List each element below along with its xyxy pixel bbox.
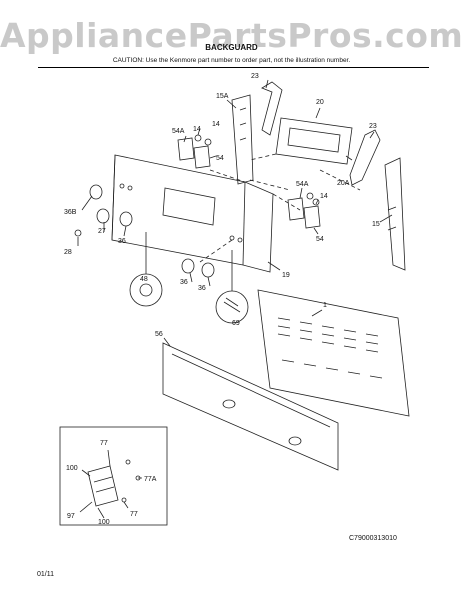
callout-15a: 15A — [216, 93, 229, 100]
knob-36b-part — [89, 184, 103, 200]
watermark: AppliancePartsPros.com — [0, 16, 463, 55]
control-board-part — [275, 117, 353, 165]
callout-36b: 36B — [64, 209, 77, 216]
callout-54a-right: 54A — [296, 181, 309, 188]
caution-note: CAUTION: Use the Kenmore part number to … — [112, 57, 351, 64]
control-panel-part — [111, 154, 274, 273]
callout-14-left-b: 14 — [212, 121, 220, 128]
callout-97: 97 — [67, 513, 75, 520]
callout-15: 15 — [372, 221, 380, 228]
terminal-block-part — [87, 465, 119, 507]
callout-69: 69 — [232, 320, 240, 327]
callout-14-right: 14 — [320, 193, 328, 200]
bracket-15-part — [384, 157, 406, 271]
callout-77a: 77A — [144, 476, 157, 483]
callout-23a: 23 — [251, 73, 259, 80]
callout-54-left: 54 — [216, 155, 224, 162]
header-rule — [38, 67, 429, 68]
switch-54a-part — [177, 137, 195, 161]
bracket-23-left-part — [261, 81, 283, 136]
bracket-15a-part — [231, 94, 254, 185]
callout-100-bottom: 100 — [98, 519, 110, 526]
callout-56: 56 — [155, 331, 163, 338]
lower-rail-part — [162, 342, 339, 471]
callout-54-right: 54 — [316, 236, 324, 243]
switch-54-part — [193, 145, 211, 169]
callout-77-bottom: 77 — [130, 511, 138, 518]
callout-36-mid-b: 36 — [198, 285, 206, 292]
callout-36-left: 36 — [118, 238, 126, 245]
callout-27: 27 — [98, 228, 106, 235]
callout-20a: 20A — [337, 180, 350, 187]
callout-23b: 23 — [369, 123, 377, 130]
diagram-code: C79000313010 — [349, 535, 397, 542]
callout-20: 20 — [316, 99, 324, 106]
callout-19: 19 — [282, 272, 290, 279]
callout-14-left-a: 14 — [193, 126, 201, 133]
callout-54a-left: 54A — [172, 128, 185, 135]
display-window — [162, 187, 216, 226]
callout-48: 48 — [140, 276, 148, 283]
callout-28: 28 — [64, 249, 72, 256]
revision-date: 01/11 — [37, 571, 54, 578]
detail-inset-box — [59, 426, 168, 526]
bracket-23-right-part — [349, 129, 381, 186]
rear-cover-part — [257, 289, 410, 417]
callout-1: 1 — [323, 302, 327, 309]
callout-100-top: 100 — [66, 465, 78, 472]
callout-36-mid-a: 36 — [180, 279, 188, 286]
callout-77-top: 77 — [100, 440, 108, 447]
section-title: BACKGUARD — [205, 43, 258, 52]
